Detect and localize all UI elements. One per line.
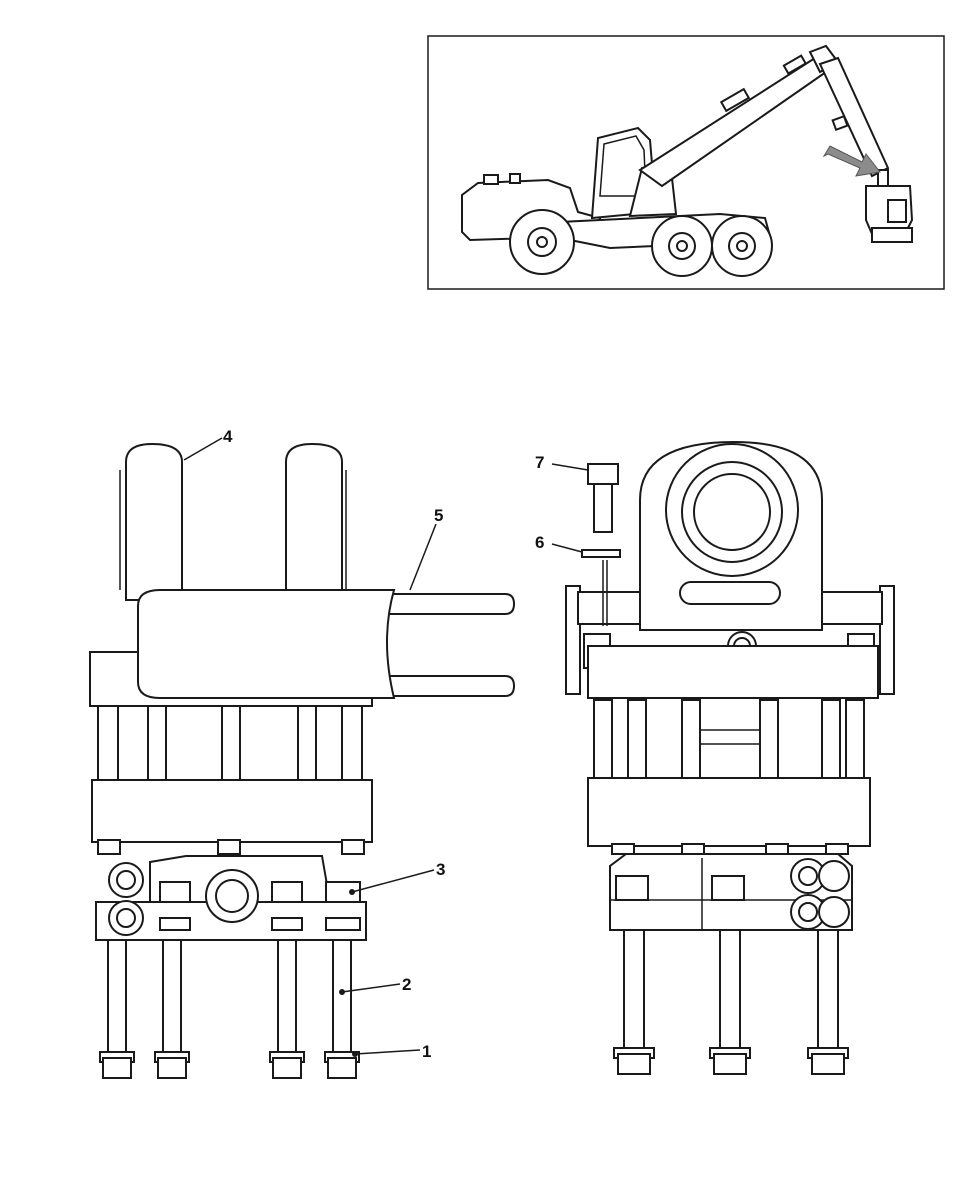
swivel-block bbox=[137, 589, 516, 699]
rotor-housing-front bbox=[587, 777, 871, 847]
wheel-front-1 bbox=[651, 215, 713, 277]
leader-line-5 bbox=[409, 523, 437, 591]
wheel-rear bbox=[509, 209, 575, 275]
rotator-side-view bbox=[89, 442, 516, 1079]
callout-4: 4 bbox=[223, 427, 233, 446]
leader-line-3 bbox=[351, 869, 435, 893]
lower-link bbox=[95, 855, 367, 941]
leader-line-6 bbox=[551, 543, 583, 553]
mounting-lugs bbox=[119, 442, 347, 601]
bolt-and-washer bbox=[581, 463, 621, 626]
callout-3: 3 bbox=[436, 860, 445, 879]
long-bolts-left bbox=[99, 937, 360, 1079]
leader-line-7 bbox=[551, 463, 589, 471]
lower-link-front bbox=[609, 853, 853, 931]
leader-dot-1 bbox=[352, 1051, 358, 1057]
pendant-lug bbox=[639, 440, 823, 661]
callout-2: 2 bbox=[402, 975, 411, 994]
leader-dot-2 bbox=[339, 989, 345, 995]
callout-7: 7 bbox=[535, 453, 544, 472]
machine-inset bbox=[427, 35, 945, 290]
leader-line-2 bbox=[341, 983, 401, 993]
leader-line-4 bbox=[183, 437, 223, 461]
callout-6: 6 bbox=[535, 533, 544, 552]
long-bolts-right bbox=[613, 927, 849, 1075]
rotator-front-view bbox=[565, 440, 895, 1075]
callout-1: 1 bbox=[422, 1042, 431, 1061]
housing-columns bbox=[97, 705, 363, 783]
rotor-housing bbox=[91, 779, 373, 843]
callouts: 1 2 3 4 5 6 7 bbox=[183, 427, 589, 1061]
arrow-indicator bbox=[822, 145, 881, 177]
callout-5: 5 bbox=[434, 506, 443, 525]
top-plate-front bbox=[587, 645, 879, 699]
harvester-illustration bbox=[461, 44, 914, 277]
leader-line-1 bbox=[354, 1049, 421, 1055]
front-columns bbox=[593, 699, 865, 781]
leader-dot-3 bbox=[349, 889, 355, 895]
wheel-front-2 bbox=[711, 215, 773, 277]
